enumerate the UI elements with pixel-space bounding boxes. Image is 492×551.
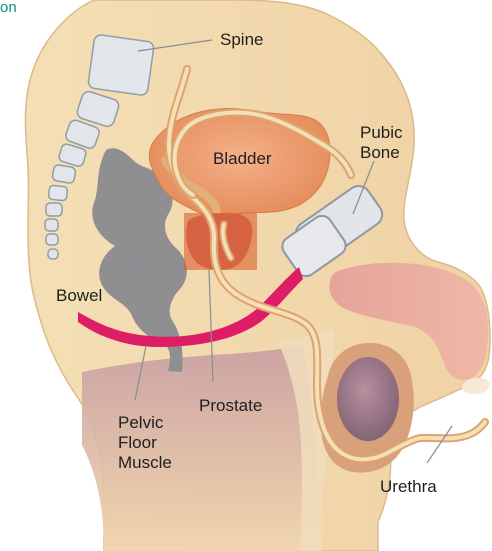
pubic-bone-label-line1: Pubic [360,123,403,143]
prostate-highlight-box [184,213,257,270]
testis [321,343,414,473]
bowel-label: Bowel [56,286,102,306]
pelvic-floor-label-line3: Muscle [118,453,172,473]
urethra-label: Urethra [380,477,437,497]
prostate [184,213,257,270]
pelvic-floor-label-line2: Floor [118,433,157,453]
corner-text: on [0,0,17,16]
prostate-label: Prostate [199,396,262,416]
pubic-bone-label-line2: Bone [360,143,400,163]
pelvic-floor-label-line1: Pelvic [118,413,163,433]
spine-label: Spine [220,30,263,50]
bladder-label: Bladder [213,149,272,169]
